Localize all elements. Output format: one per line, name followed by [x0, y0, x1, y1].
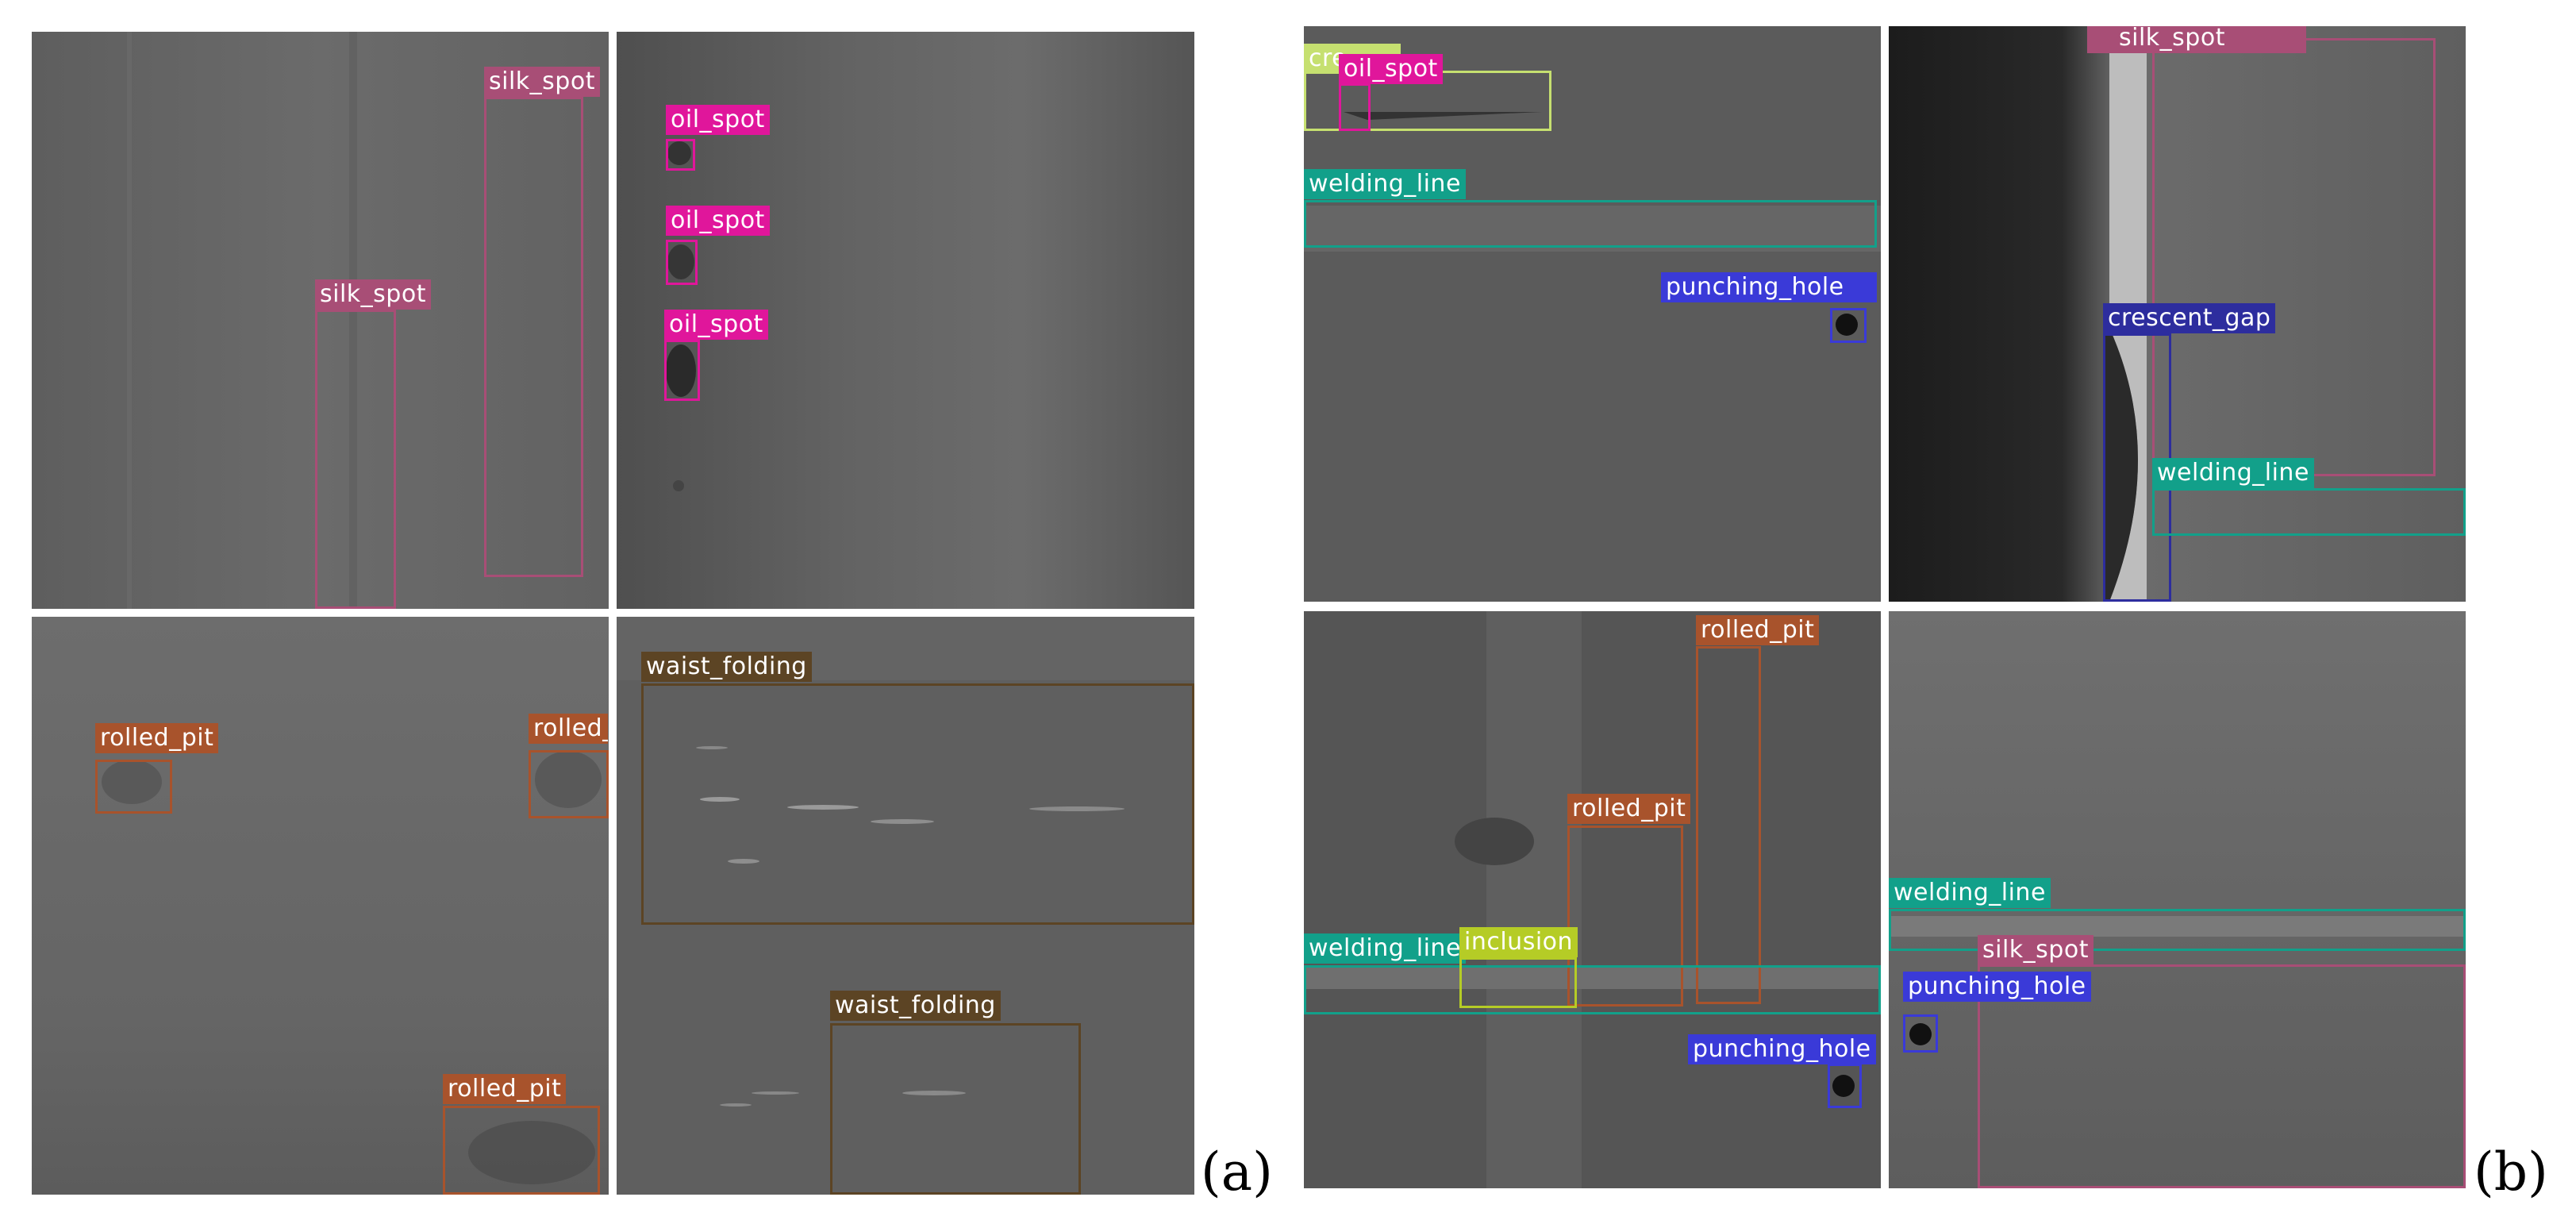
- detection-label: rolled_pit: [443, 1074, 567, 1104]
- bbox-welding-line: [1889, 909, 2466, 951]
- bbox-welding-line: [1304, 200, 1877, 248]
- bbox-oil-spot: [1339, 83, 1371, 131]
- bbox-oil-spot: [664, 340, 700, 401]
- panel-a2-image: oil_spot oil_spot oil_spot: [617, 32, 1194, 609]
- bbox-oil-spot: [666, 139, 695, 171]
- bbox-rolled-pit: [95, 760, 172, 814]
- bbox-punching-hole: [1828, 1064, 1862, 1108]
- detection-label: silk_spot: [484, 67, 600, 97]
- detection-label: waist_folding: [830, 991, 1001, 1021]
- detection-label: welding_line: [2152, 458, 2314, 488]
- panel-b1-image: cre oil_spot welding_line punching_hole: [1304, 26, 1881, 602]
- detection-label: silk_spot: [315, 279, 431, 310]
- subfigure-label-a: (a): [1201, 1141, 1273, 1203]
- detection-label: waist_folding: [641, 652, 812, 682]
- bbox-welding-line: [2152, 488, 2466, 536]
- bbox-rolled-pit: [529, 750, 609, 818]
- panel-a1-image: silk_spot silk_spot: [32, 32, 609, 609]
- bbox-inclusion: [1459, 957, 1577, 1008]
- bbox-oil-spot: [666, 240, 698, 285]
- panel-b4-image: welding_line silk_spot punching_hole: [1889, 611, 2466, 1188]
- bbox-waist-folding: [641, 683, 1194, 925]
- steel-surface-image: [1304, 26, 1881, 602]
- detection-label: silk_spot: [2087, 26, 2306, 53]
- detection-label: punching_hole: [1903, 972, 2091, 1002]
- bbox-punching-hole: [1903, 1014, 1938, 1053]
- steel-surface-image: [32, 32, 609, 609]
- detection-label: oil_spot: [664, 310, 768, 340]
- steel-surface-image: [1304, 611, 1881, 1188]
- bbox-silk-spot: [2152, 38, 2436, 476]
- detection-label: silk_spot: [1978, 935, 2093, 965]
- bbox-rolled-pit: [1567, 826, 1683, 1007]
- bbox-silk-spot: [484, 97, 583, 577]
- steel-surface-image: [617, 617, 1194, 1195]
- detection-label: oil_spot: [666, 105, 770, 135]
- detection-label: oil_spot: [1339, 54, 1443, 84]
- bbox-silk-spot: [315, 310, 396, 609]
- bbox-punching-hole: [1830, 308, 1867, 343]
- detection-label: crescent_gap: [2103, 303, 2276, 333]
- panel-b2-image: silk_spot crescent_gap welding_line: [1889, 26, 2466, 602]
- detection-label: rolled_pit: [95, 723, 219, 753]
- detection-label: rolled_pit: [529, 714, 608, 744]
- detection-label: punching_hole: [1688, 1034, 1876, 1064]
- detection-label: rolled_pit: [1696, 615, 1820, 645]
- bbox-rolled-pit: [443, 1106, 600, 1195]
- detection-label: welding_line: [1889, 878, 2051, 908]
- detection-label: inclusion: [1459, 927, 1578, 957]
- bbox-rolled-pit: [1696, 646, 1761, 1004]
- detection-label: oil_spot: [666, 206, 770, 236]
- bbox-waist-folding: [830, 1023, 1081, 1195]
- detection-label: punching_hole: [1661, 272, 1877, 302]
- panel-a4-image: waist_folding waist_folding: [617, 617, 1194, 1195]
- detection-label: welding_line: [1304, 933, 1466, 964]
- detection-label: rolled_pit: [1567, 794, 1691, 824]
- detection-label: welding_line: [1304, 169, 1466, 199]
- subfigure-label-b: (b): [2474, 1141, 2548, 1203]
- panel-a3-image: rolled_pit rolled_pit rolled_pit: [32, 617, 609, 1195]
- bbox-welding-line: [1304, 965, 1881, 1014]
- bbox-silk-spot: [1978, 964, 2466, 1188]
- panel-b3-image: rolled_pit rolled_pit welding_line inclu…: [1304, 611, 1881, 1188]
